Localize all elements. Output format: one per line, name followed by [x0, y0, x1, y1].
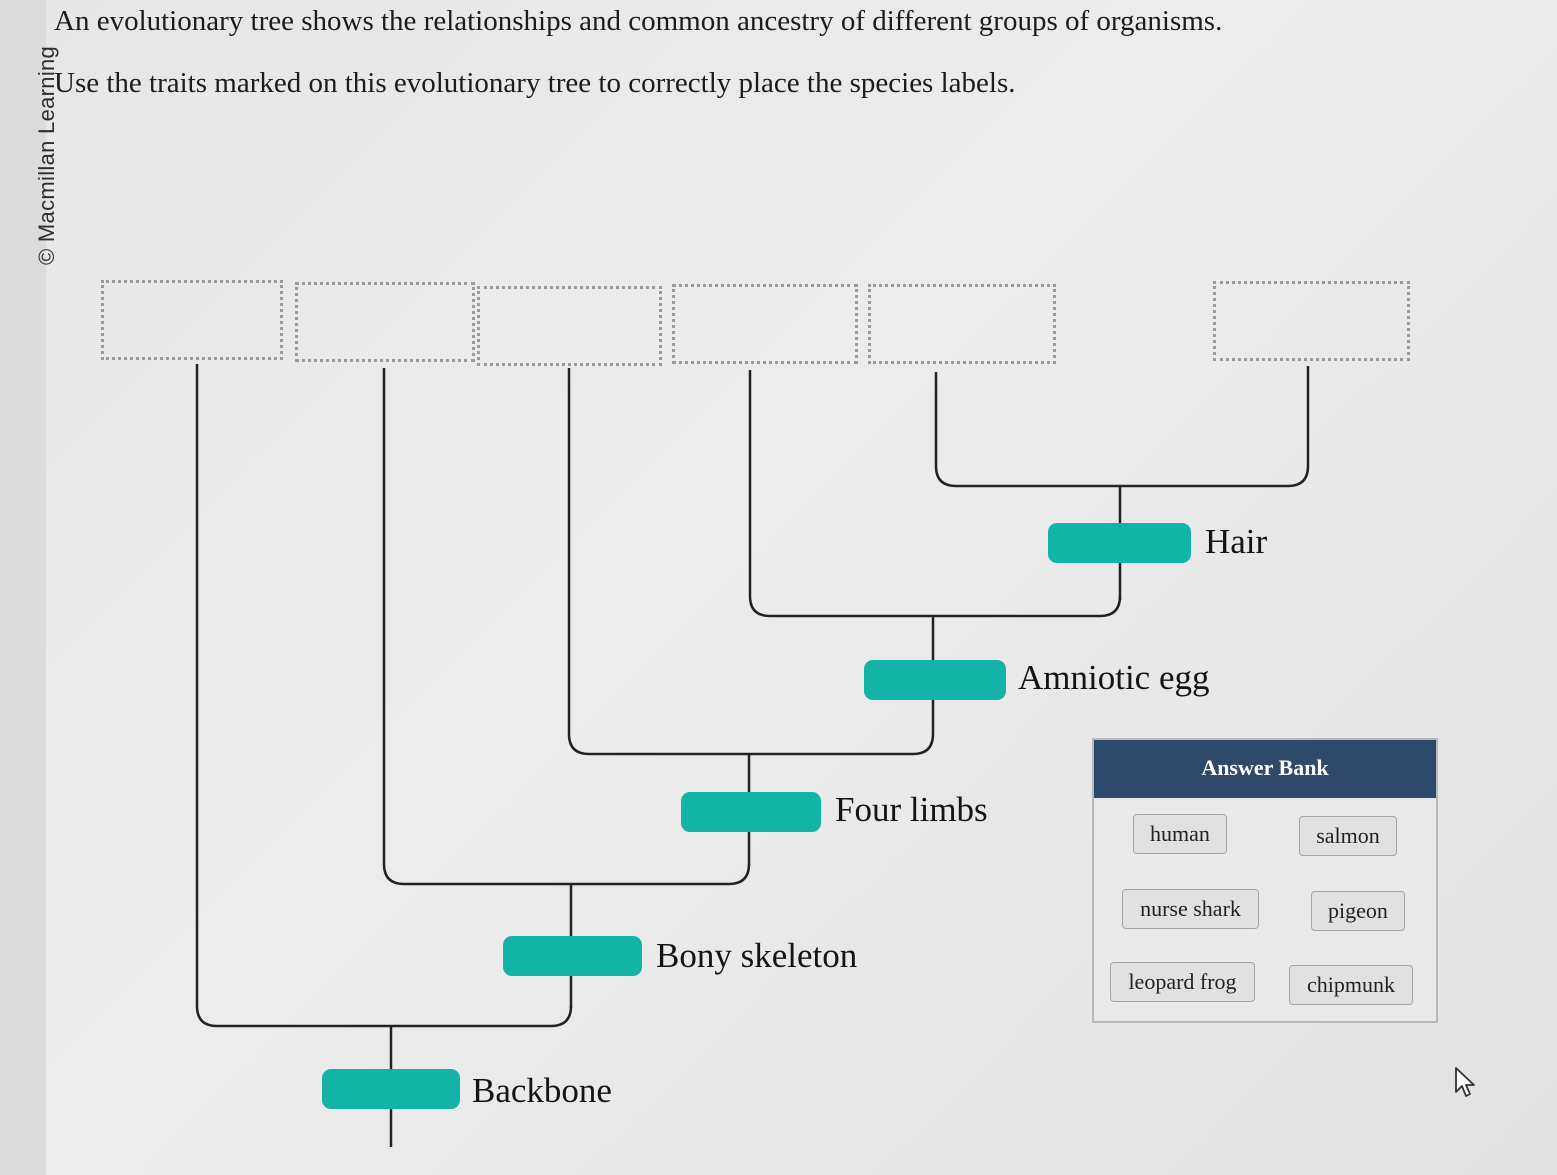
drop-target-5[interactable] — [868, 284, 1056, 364]
drop-target-3[interactable] — [477, 286, 662, 366]
answer-chip-pigeon[interactable]: pigeon — [1311, 891, 1405, 931]
trait-marker-four-limbs — [681, 792, 821, 832]
tree-branch-hair-clade — [934, 366, 1310, 488]
trait-marker-amniotic-egg — [864, 660, 1006, 700]
trait-label-backbone: Backbone — [472, 1071, 612, 1110]
answer-chip-chipmunk[interactable]: chipmunk — [1289, 965, 1413, 1005]
answer-chip-salmon[interactable]: salmon — [1299, 816, 1397, 856]
trait-marker-bony-skeleton — [503, 936, 642, 976]
tree-branch-vertebrate — [195, 364, 573, 1028]
trait-label-four-limbs: Four limbs — [835, 790, 988, 829]
answer-bank-header: Answer Bank — [1094, 740, 1436, 798]
trait-marker-backbone — [322, 1069, 460, 1109]
left-strip — [0, 0, 46, 1175]
trait-label-amniotic-egg: Amniotic egg — [1018, 658, 1210, 697]
answer-chip-nurse-shark[interactable]: nurse shark — [1122, 889, 1259, 929]
tree-branch-tetrapod — [567, 368, 935, 756]
answer-chip-leopard-frog[interactable]: leopard frog — [1110, 962, 1255, 1002]
drop-target-4[interactable] — [672, 284, 858, 364]
tree-branch-amniote — [748, 370, 1122, 618]
trait-marker-hair — [1048, 523, 1191, 563]
drop-target-2[interactable] — [295, 282, 475, 362]
trait-label-bony-skeleton: Bony skeleton — [656, 936, 858, 975]
instruction-line-2: Use the traits marked on this evolutiona… — [54, 67, 1016, 99]
answer-chip-human[interactable]: human — [1133, 814, 1227, 854]
answer-bank: Answer Bank human salmon nurse shark pig… — [1092, 738, 1438, 1023]
trait-label-hair: Hair — [1205, 522, 1268, 561]
mouse-pointer-icon — [1455, 1067, 1475, 1097]
tree-branch-bony — [382, 368, 751, 886]
instruction-line-1: An evolutionary tree shows the relations… — [54, 5, 1223, 37]
drop-target-6[interactable] — [1213, 281, 1410, 361]
drop-target-1[interactable] — [101, 280, 283, 360]
